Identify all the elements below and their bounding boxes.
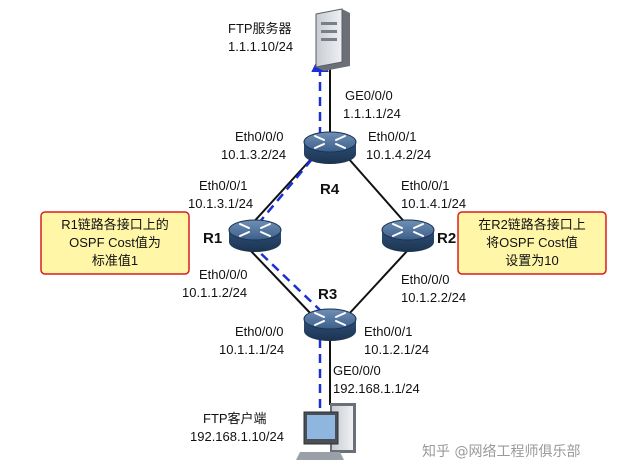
client-name: FTP客户端 xyxy=(203,411,267,426)
if-r1-e1-name: Eth0/0/1 xyxy=(199,178,247,193)
if-r2-e1-ip: 10.1.4.1/24 xyxy=(401,196,466,211)
router-label-r4: R4 xyxy=(320,181,340,198)
if-r1-e0-ip: 10.1.1.2/24 xyxy=(182,285,247,300)
link-r4-r2 xyxy=(347,157,409,227)
if-r2-e0-name: Eth0/0/0 xyxy=(401,272,449,287)
router-label-r2: R2 xyxy=(437,230,456,247)
if-r4-e0-name: Eth0/0/0 xyxy=(235,129,283,144)
routers xyxy=(228,131,435,341)
server-name: FTP服务器 xyxy=(228,21,292,36)
if-r3-e1-ip: 10.1.2.1/24 xyxy=(364,342,429,357)
router-icon-r1 xyxy=(228,219,282,252)
if-r2-e1-name: Eth0/0/1 xyxy=(401,178,449,193)
if-r4-ge-name: GE0/0/0 xyxy=(345,88,393,103)
if-r4-e1-ip: 10.1.4.2/24 xyxy=(366,147,431,162)
link-r4-r1 xyxy=(249,157,313,227)
path-r1-r4 xyxy=(257,151,319,225)
if-r1-e0-name: Eth0/0/0 xyxy=(199,267,247,282)
router-label-r1: R1 xyxy=(203,230,222,247)
note-right-line-1: 在R2链路各接口上 xyxy=(478,217,586,232)
note-left: R1链路各接口上的 OSPF Cost值为 标准值1 xyxy=(40,211,190,275)
server-ip: 1.1.1.10/24 xyxy=(228,39,293,54)
note-right-line-3: 设置为10 xyxy=(505,253,558,268)
if-r3-e1-name: Eth0/0/1 xyxy=(364,324,412,339)
if-r3-e0-name: Eth0/0/0 xyxy=(235,324,283,339)
if-r4-e0-ip: 10.1.3.2/24 xyxy=(221,147,286,162)
watermark: 知乎 @网络工程师俱乐部 xyxy=(422,443,580,460)
router-icon-r2 xyxy=(381,219,435,252)
if-r2-e0-ip: 10.1.2.2/24 xyxy=(401,290,466,305)
if-r4-e1-name: Eth0/0/1 xyxy=(368,129,416,144)
server-icon xyxy=(315,8,350,71)
link-r2-r3 xyxy=(347,249,409,316)
client-computer-icon xyxy=(296,403,356,460)
ftp-path xyxy=(252,54,329,408)
if-r3-ge-ip: 192.168.1.1/24 xyxy=(333,381,420,396)
path-r3-r1 xyxy=(252,245,323,313)
if-r3-ge-name: GE0/0/0 xyxy=(333,363,381,378)
link-r1-r3 xyxy=(249,249,313,316)
note-left-line-1: R1链路各接口上的 xyxy=(61,217,169,232)
note-right: 在R2链路各接口上 将OSPF Cost值 设置为10 xyxy=(457,211,607,275)
if-r3-e0-ip: 10.1.1.1/24 xyxy=(219,342,284,357)
router-icon-r3 xyxy=(303,308,357,341)
links xyxy=(249,62,409,405)
client-ip: 192.168.1.10/24 xyxy=(190,429,284,444)
router-label-r3: R3 xyxy=(318,286,337,303)
router-icon-r4 xyxy=(303,131,357,164)
note-left-line-3: 标准值1 xyxy=(92,253,138,268)
if-r1-e1-ip: 10.1.3.1/24 xyxy=(188,196,253,211)
note-left-line-2: OSPF Cost值为 xyxy=(69,235,161,250)
note-right-line-2: 将OSPF Cost值 xyxy=(486,235,578,250)
if-r4-ge-ip: 1.1.1.1/24 xyxy=(343,106,401,121)
